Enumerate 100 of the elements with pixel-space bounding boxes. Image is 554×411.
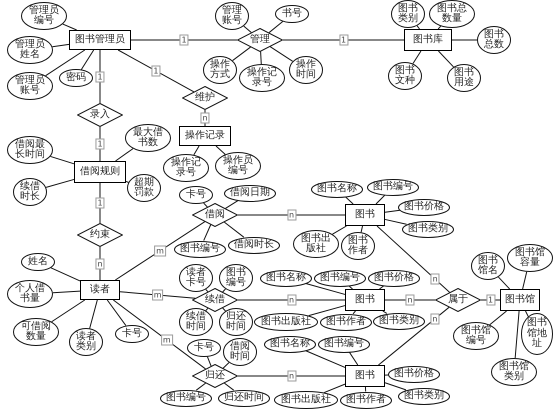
connector-line [268, 21, 284, 34]
connector-line [348, 352, 358, 366]
attribute-ellipse [311, 180, 363, 198]
attribute-name: 图书编号 [166, 392, 206, 404]
attribute-name: 图书类别 [408, 224, 448, 234]
attribute-name: 借阅时间 [229, 342, 251, 362]
connector-line [203, 224, 212, 242]
connector-line [203, 202, 208, 208]
cardinality-label: 1 [151, 65, 160, 76]
connector-line [80, 50, 94, 70]
attribute-ellipse [373, 312, 425, 330]
connector-line [204, 110, 206, 126]
cardinality-label: n [286, 294, 296, 306]
attribute-name: 图书编号 [324, 338, 364, 350]
attribute-ellipse [219, 308, 253, 336]
connector-line [438, 50, 454, 68]
attribute-ellipse [21, 253, 55, 271]
attribute-ellipse [388, 366, 440, 382]
attribute-ellipse [341, 232, 375, 260]
relationship-diamond [182, 86, 228, 110]
connector-line [52, 44, 70, 48]
attribute-name: 续借时间 [185, 312, 207, 332]
connector-line [416, 25, 420, 30]
attribute-ellipse [13, 318, 59, 346]
entity-name: 图书 [355, 210, 375, 220]
attribute-ellipse [224, 184, 276, 202]
entity-name: 操作记录 [185, 130, 225, 142]
connector-line [120, 291, 196, 299]
attribute-name: 操作记录号 [246, 68, 278, 88]
connector-line [196, 382, 206, 391]
entity-box [69, 30, 131, 50]
attribute-ellipse [340, 392, 392, 408]
attribute-name: 借阅最长时间 [14, 140, 46, 160]
relationship-diamond [192, 364, 238, 388]
attribute-name: 图书馆容量 [514, 248, 546, 268]
attribute-ellipse [239, 64, 285, 92]
relationship-diamond [192, 203, 238, 227]
attribute-name: 操作方式 [209, 60, 231, 80]
connector-line [384, 218, 407, 225]
attribute-name: 图书价格 [394, 368, 434, 380]
attribute-name: 书号 [281, 8, 303, 20]
cardinality-label: n [286, 210, 296, 220]
attribute-ellipse [367, 178, 419, 196]
attribute-name: 卡号 [121, 328, 143, 340]
cardinality-label: 1 [179, 34, 189, 46]
connector-line [384, 382, 406, 390]
connector-line [522, 271, 528, 290]
attribute-name: 卡号 [193, 342, 215, 354]
attribute-name: 归还时间 [224, 392, 264, 404]
attribute-ellipse [218, 390, 270, 406]
connector-line [308, 305, 346, 316]
cardinality-label: 1 [95, 71, 105, 82]
connector-line [222, 308, 226, 312]
attribute-ellipse [388, 62, 422, 90]
cardinality-label: m [160, 334, 173, 346]
connector-line [222, 362, 230, 369]
relationship-diamond [77, 103, 123, 127]
attribute-name: 图书编号 [372, 182, 414, 192]
attribute-ellipse [21, 2, 67, 30]
attribute-ellipse [318, 336, 370, 352]
attribute-name: 图书名称 [316, 184, 358, 194]
attribute-name: 图书名称 [270, 338, 310, 350]
attribute-name: 个人借书量 [14, 284, 46, 304]
entity-name: 借阅规则 [80, 166, 120, 178]
connector-line [345, 196, 354, 204]
attribute-name: 图书类别 [397, 4, 419, 24]
connector-line [118, 50, 194, 92]
connector-line [106, 300, 126, 326]
attribute-name: 图书用途 [453, 68, 475, 88]
connector-line [384, 210, 400, 213]
attribute-ellipse [7, 72, 53, 100]
connector-line [46, 178, 74, 188]
attribute-name: 读者类别 [75, 332, 97, 352]
connector-line [238, 214, 346, 216]
attribute-ellipse [471, 252, 505, 280]
connector-line [115, 148, 134, 162]
attribute-name: 管理员账号 [14, 76, 46, 96]
connector-line [305, 350, 346, 368]
relationship-name: 属于 [448, 294, 468, 306]
attribute-ellipse [275, 5, 309, 23]
cardinality-label: n [95, 258, 105, 269]
attribute-name: 操作记录号 [170, 158, 202, 178]
attribute-name: 图书作者 [347, 236, 369, 256]
connector-line [224, 222, 244, 238]
attribute-name: 图书名称 [266, 272, 306, 284]
attribute-ellipse [398, 388, 450, 404]
attribute-name: 图书出版社 [260, 316, 312, 328]
attribute-name: 图书出版社 [300, 234, 332, 254]
entity-box [345, 365, 385, 387]
connector-line [324, 384, 346, 394]
attribute-name: 读者卡号 [185, 268, 207, 288]
attribute-name: 超期罚款 [133, 178, 155, 198]
attribute-ellipse [320, 314, 372, 330]
attribute-ellipse [293, 230, 339, 258]
cardinality-label: 1 [486, 294, 496, 306]
attribute-ellipse [264, 336, 316, 352]
cardinality-label: m [152, 290, 164, 300]
connector-line [114, 221, 206, 280]
connector-line [376, 194, 386, 204]
attribute-ellipse [402, 220, 454, 238]
